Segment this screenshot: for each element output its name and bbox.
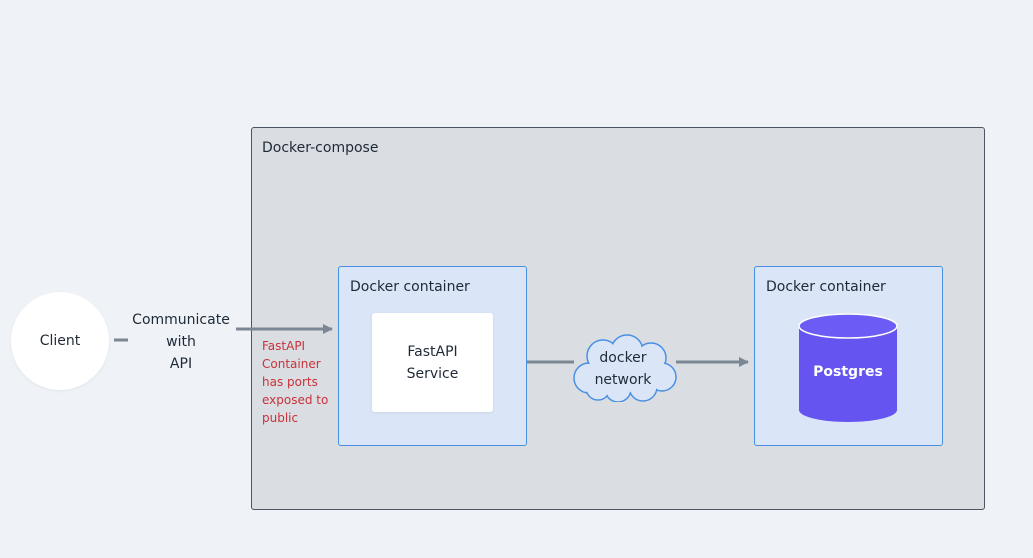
postgres-container-label: Docker container	[766, 279, 886, 295]
docker-network-label: docker network	[594, 350, 652, 388]
fastapi-service-label: FastAPI Service	[406, 343, 459, 382]
port-exposure-note: FastAPI Container has ports exposed to p…	[262, 339, 329, 425]
docker-compose-label: Docker-compose	[262, 140, 379, 156]
fastapi-container-label: Docker container	[350, 279, 470, 295]
database-cylinder-icon[interactable]	[797, 312, 899, 424]
client-node[interactable]: Client	[11, 292, 109, 390]
cloud-icon[interactable]	[567, 334, 682, 402]
client-label: Client	[39, 333, 81, 349]
postgres-label: Postgres	[813, 364, 883, 380]
fastapi-service-node[interactable]: FastAPI Service	[372, 313, 493, 412]
communication-label: Communicate with API	[132, 312, 230, 372]
